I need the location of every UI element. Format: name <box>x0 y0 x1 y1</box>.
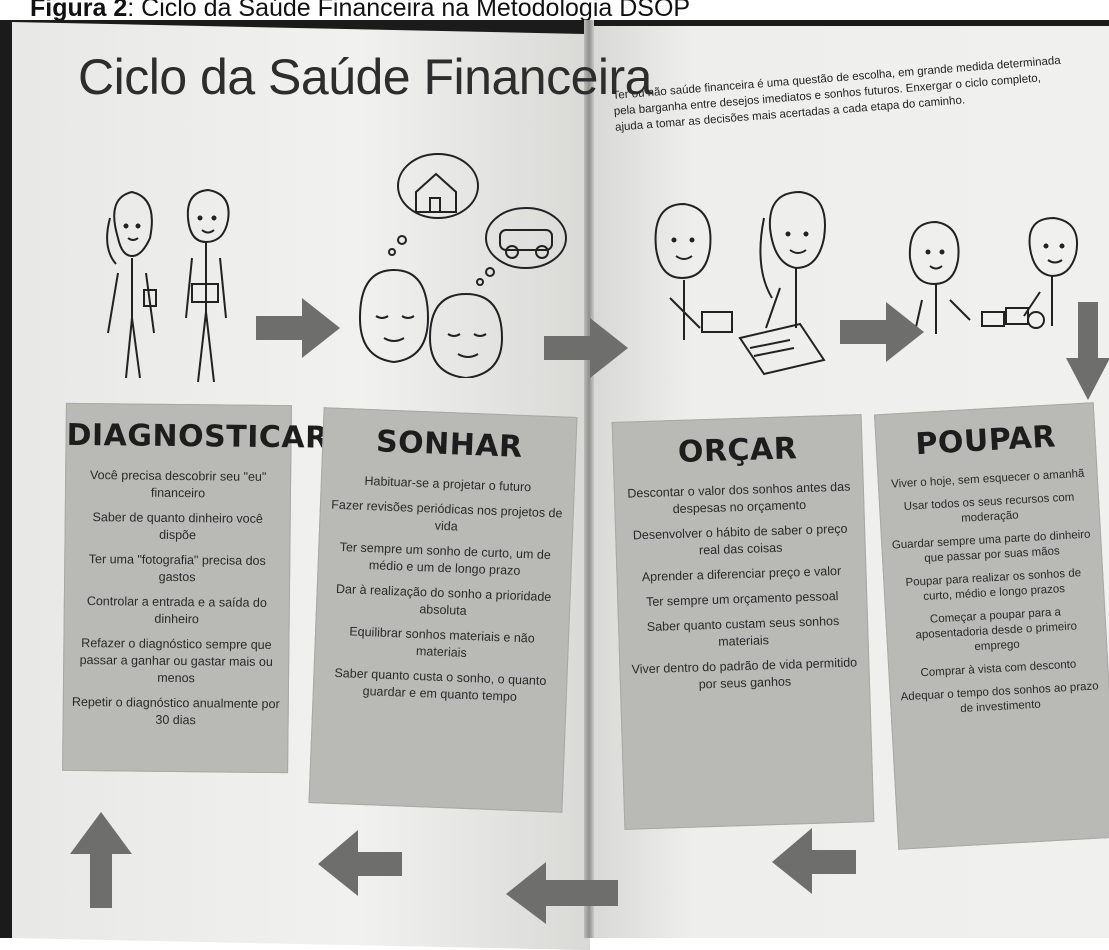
budgeting-people-illustration <box>654 190 826 376</box>
stage-item: Poupar para realizar os sonhos de curto,… <box>905 567 1082 604</box>
stage-item: Ter sempre um sonho de curto, um de médi… <box>339 539 552 578</box>
arrow-up <box>70 812 132 908</box>
stage-item: Usar todos os seus recursos com moderaçã… <box>903 491 1075 525</box>
stage-item: Desenvolver o hábito de saber o preço re… <box>632 521 848 558</box>
arrow-right-1 <box>256 298 340 358</box>
stage-box-sonhar: SONHAR Habituar-se a projetar o futuro F… <box>308 407 578 813</box>
arrow-right-3 <box>840 302 924 362</box>
stage-title-orcar: ORÇAR <box>677 431 798 470</box>
stage-item: Descontar o valor dos sonhos antes das d… <box>627 479 851 517</box>
stage-item: Habituar-se a projetar o futuro <box>364 473 532 495</box>
stage-item: Dar à realização do sonho a prioridade a… <box>335 581 552 618</box>
stage-item: Ter sempre um orçamento pessoal <box>645 588 839 610</box>
stage-item: Controlar a entrada e a saída do dinheir… <box>86 594 267 627</box>
stage-item: Fazer revisões periódicas nos projetos d… <box>331 497 563 534</box>
stage-item: Saber quanto custam seus sonhos materiai… <box>646 613 840 649</box>
figure-label: Figura 2 <box>30 0 128 22</box>
arrow-left-3 <box>318 830 402 896</box>
arrow-right-2 <box>544 318 628 378</box>
stage-title-diagnosticar: DIAGNOSTICAR <box>66 417 329 456</box>
stage-item: Viver o hoje, sem esquecer o amanhã <box>890 467 1085 491</box>
stage-item: Você precisa descobrir seu "eu" financei… <box>89 468 267 501</box>
stage-item: Adequar o tempo dos sonhos ao prazo de i… <box>900 680 1099 716</box>
figure-caption-text: : Ciclo da Saúde Financeira na Metodolog… <box>127 0 691 22</box>
stage-items-diagnosticar: Você precisa descobrir seu "eu" financei… <box>64 467 291 730</box>
stage-box-poupar: POUPAR Viver o hoje, sem esquecer o aman… <box>874 402 1109 850</box>
stage-item: Equilibrar sonhos materiais e não materi… <box>349 624 536 660</box>
people-with-phones-illustration <box>106 188 230 383</box>
stage-title-poupar: POUPAR <box>914 419 1057 463</box>
stage-item: Refazer o diagnóstico sempre que passar … <box>79 636 273 686</box>
stage-items-orcar: Descontar o valor dos sonhos antes das d… <box>615 478 869 696</box>
stage-title-sonhar: SONHAR <box>375 424 524 465</box>
stage-item: Guardar sempre uma parte do dinheiro que… <box>891 528 1091 565</box>
stage-items-poupar: Viver o hoje, sem esquecer o amanhã Usar… <box>879 466 1109 721</box>
figure-caption: Figura 2: Ciclo da Saúde Financeira na M… <box>30 0 690 23</box>
book-spine <box>584 20 594 938</box>
stage-item: Saber de quanto dinheiro você dispõe <box>92 510 263 543</box>
stage-item: Começar a poupar para a aposentadoria de… <box>915 606 1078 654</box>
stage-item: Aprender a diferenciar preço e valor <box>641 563 842 585</box>
stage-item: Ter uma "fotografia" precisa dos gastos <box>88 552 266 585</box>
stage-items-sonhar: Habituar-se a projetar o futuro Fazer re… <box>314 471 575 708</box>
stage-box-diagnosticar: DIAGNOSTICAR Você precisa descobrir seu … <box>62 402 329 774</box>
stage-item: Repetir o diagnóstico anualmente por 30 … <box>71 694 280 728</box>
stage-box-orcar: ORÇAR Descontar o valor dos sonhos antes… <box>611 414 875 830</box>
dreaming-people-illustration <box>358 153 567 378</box>
stage-item: Saber quanto custa o sonho, o quanto gua… <box>334 665 547 704</box>
arrow-left-1 <box>772 828 856 894</box>
stage-item: Comprar à vista com desconto <box>920 658 1077 680</box>
arrow-down <box>1066 302 1109 400</box>
book-title: Ciclo da Saúde Financeira <box>78 49 652 105</box>
arrow-left-2 <box>506 862 618 924</box>
stage-item: Viver dentro do padrão de vida permitido… <box>631 655 858 692</box>
